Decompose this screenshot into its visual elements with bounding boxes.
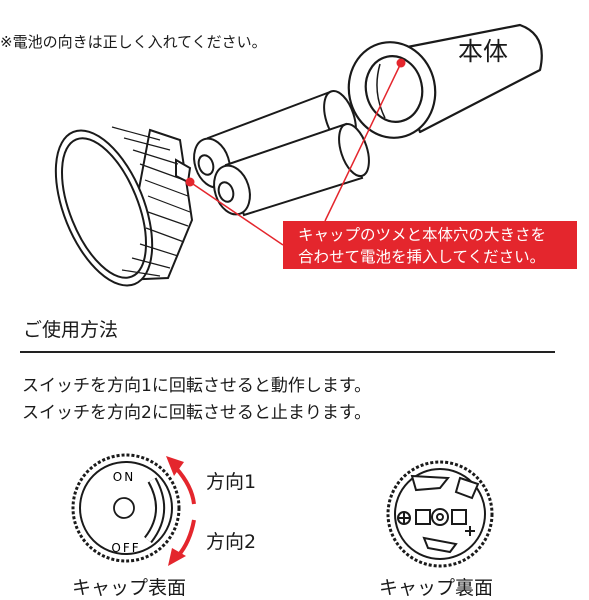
callout-line-2: 合わせて電池を挿入してください。 — [298, 248, 546, 266]
usage-line-1: スイッチを方向1に回転させると動作します。 — [22, 376, 372, 396]
cap-side-view — [54, 128, 194, 287]
battery-lower — [213, 122, 370, 217]
usage-heading: ご使用方法 — [23, 319, 119, 341]
pointer-dot-cap — [185, 177, 195, 187]
direction-arrows — [166, 456, 196, 566]
device-body — [347, 23, 543, 139]
cap-on-label: ON — [113, 470, 135, 484]
pointer-dot-body — [396, 58, 406, 68]
cap-front-label: キャップ表面 — [72, 577, 187, 599]
usage-divider — [20, 351, 555, 353]
cap-side-ribs — [111, 126, 191, 277]
callout-pointers — [189, 62, 402, 246]
direction-2-label: 方向2 — [206, 531, 257, 553]
cap-off-label: OFF — [111, 541, 140, 555]
usage-line-2: スイッチを方向2に回転させると止まります。 — [22, 403, 372, 423]
battery-orientation-note: ※電池の向きは正しく入れてください。 — [0, 33, 267, 51]
insertion-callout: キャップのツメと本体穴の大きさを 合わせて電池を挿入してください。 — [283, 221, 577, 269]
body-label: 本体 — [458, 37, 509, 66]
direction-1-label: 方向1 — [206, 471, 257, 493]
cap-back-label: キャップ裏面 — [379, 577, 494, 599]
callout-line-1: キャップのツメと本体穴の大きさを — [298, 226, 547, 244]
cap-back-face — [386, 460, 494, 568]
cap-front-face — [71, 453, 181, 563]
